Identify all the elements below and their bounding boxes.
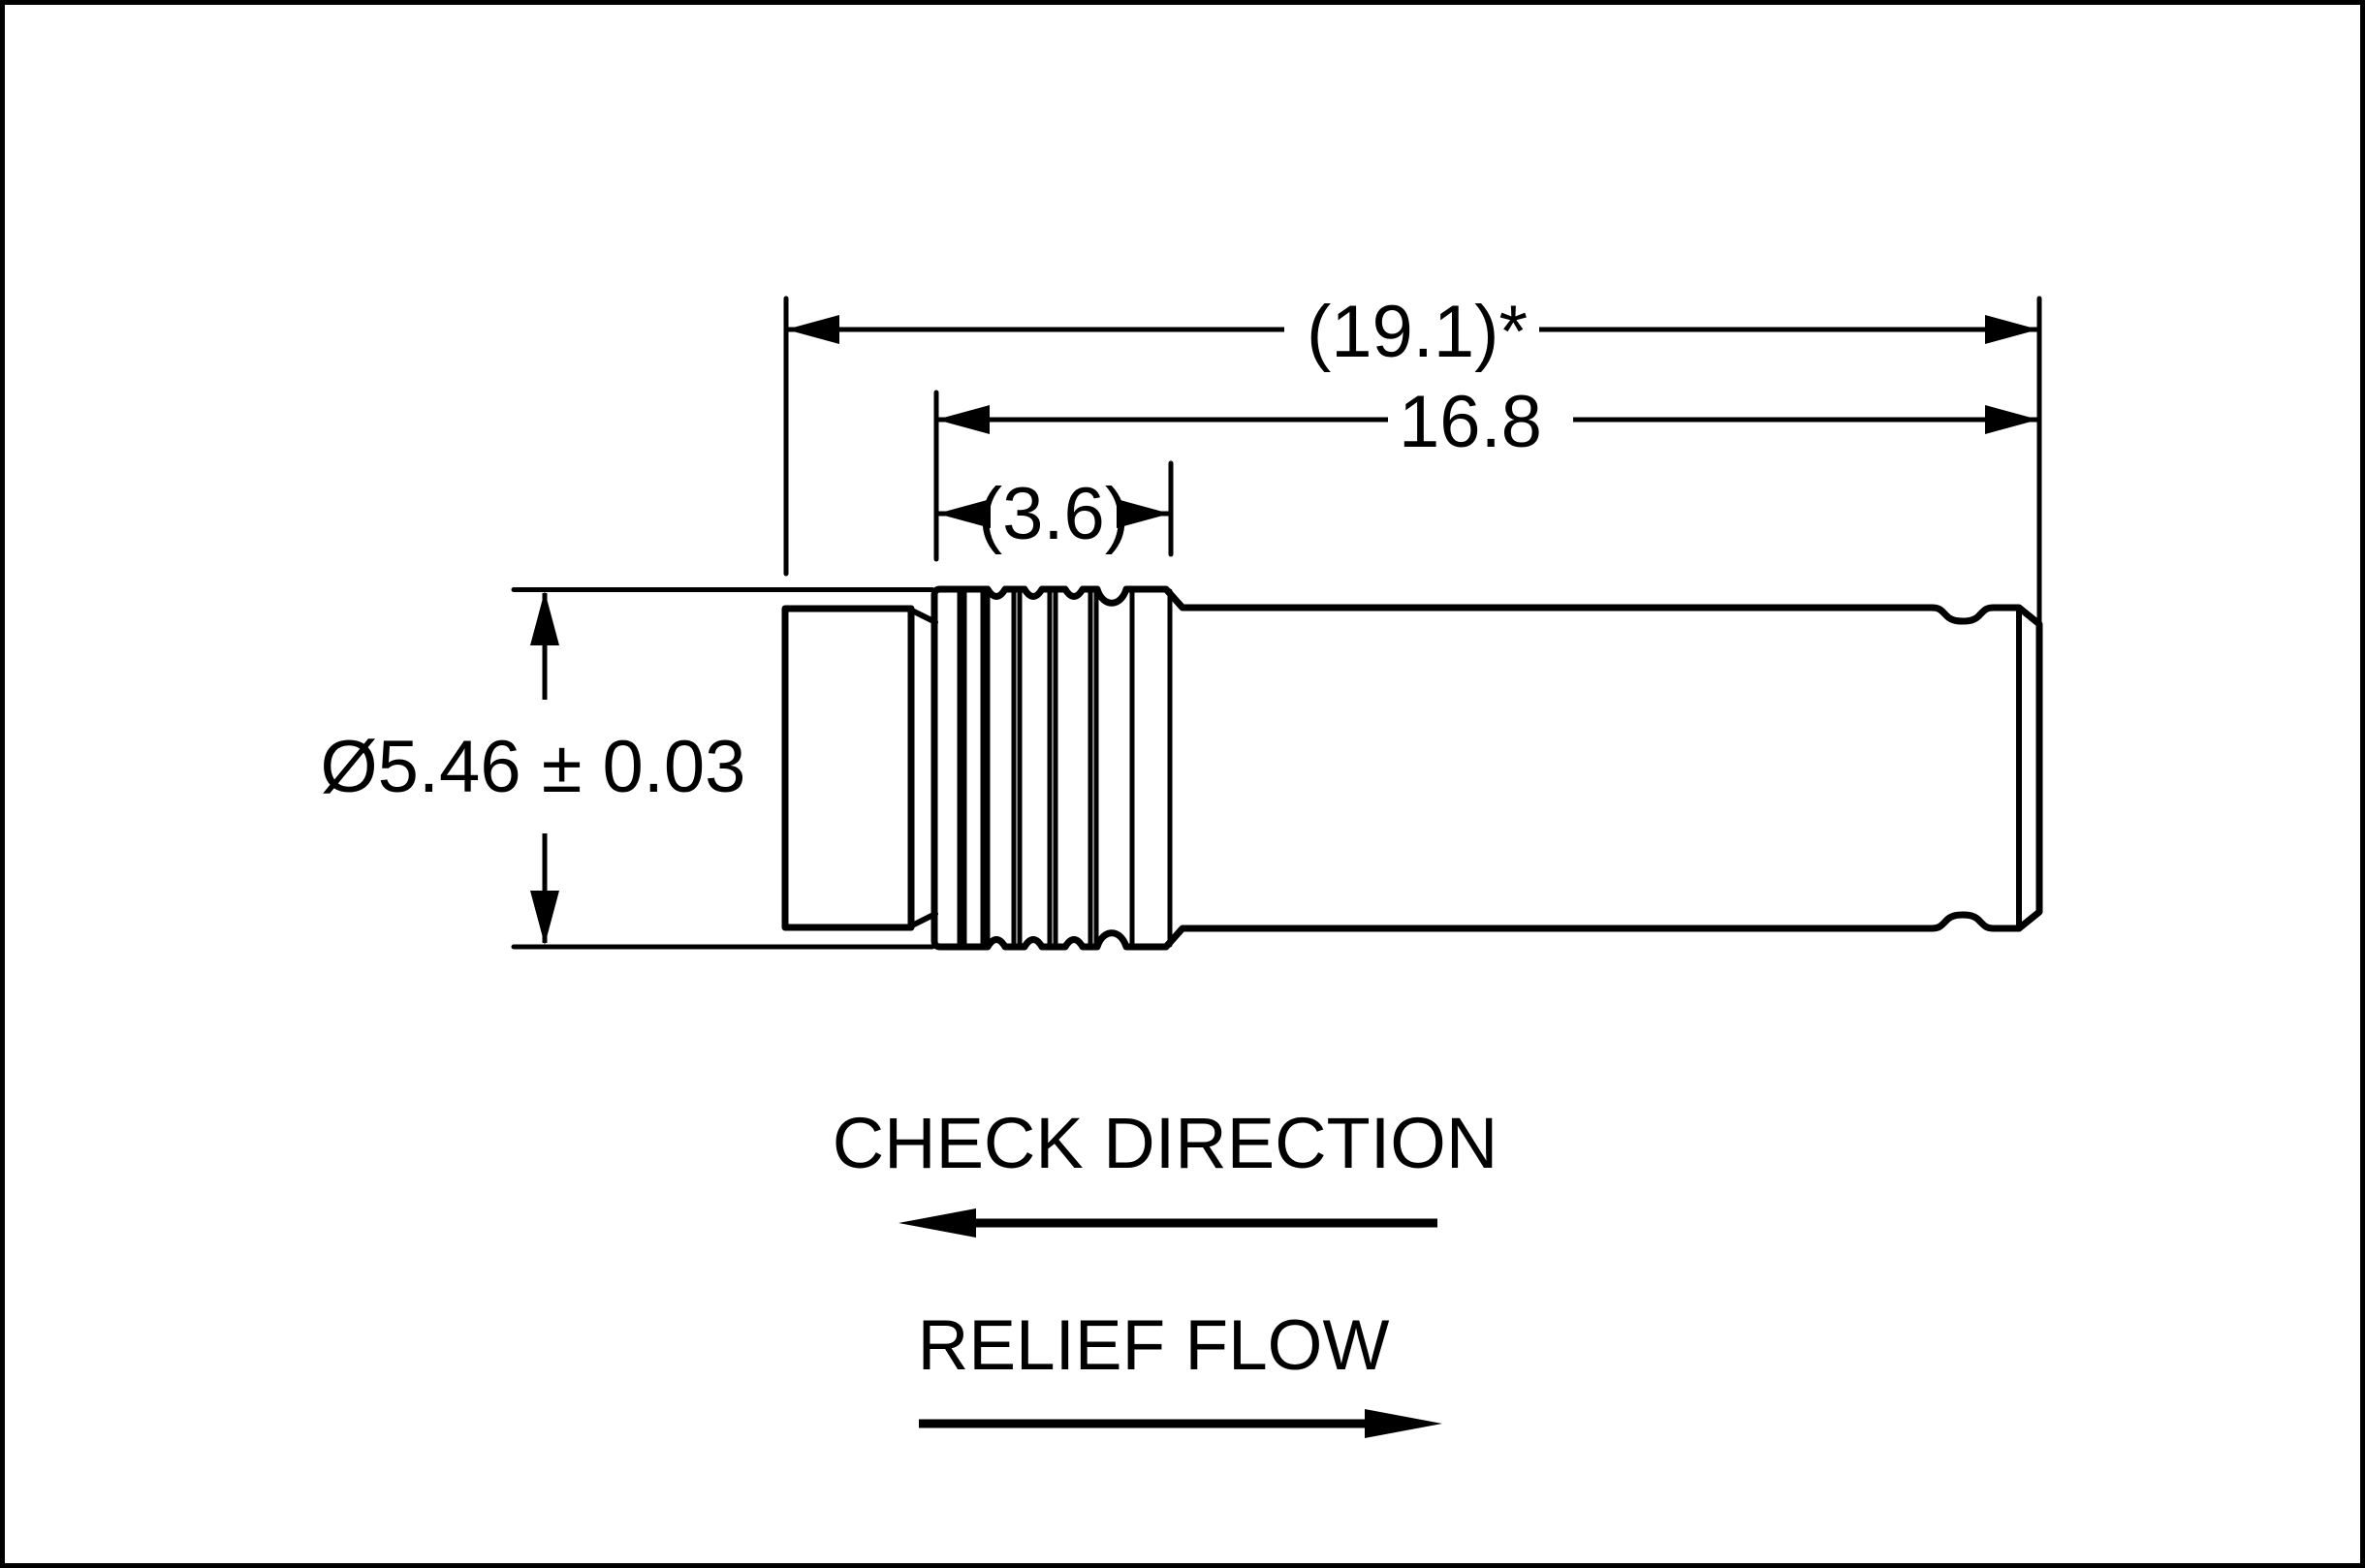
arrowhead-left-icon — [786, 315, 839, 344]
check-direction-arrowhead — [899, 1208, 976, 1238]
arrowhead-left-icon — [936, 405, 990, 434]
thread-length-dimension-text: (3.6) — [978, 473, 1129, 555]
thread-flank-lines — [931, 588, 1173, 948]
arrowhead-down-icon — [530, 891, 559, 945]
relief-flow-arrowhead — [1365, 1409, 1442, 1438]
dimension-arrowheads — [530, 315, 2038, 945]
extension-lines — [511, 296, 2042, 950]
arrowhead-right-icon — [1117, 499, 1170, 528]
arrowhead-left-icon — [937, 499, 991, 528]
nose-cylinder — [781, 605, 915, 931]
arrowhead-up-icon — [530, 591, 559, 645]
overall-length-dimension-text: (19.1)* — [1307, 291, 1528, 373]
part-outline — [781, 585, 2043, 951]
check-direction-label: CHECK DIRECTION — [833, 1103, 1498, 1183]
diameter-dimension-text: Ø5.46 ± 0.03 — [321, 726, 746, 808]
relief-flow-arrow-icon — [919, 1409, 1442, 1438]
check-direction-arrow-icon — [899, 1208, 1437, 1238]
arrowhead-right-icon — [1985, 315, 2038, 344]
arrowhead-right-icon — [1985, 405, 2038, 434]
dimension-lines — [542, 327, 2038, 943]
body-silhouette — [930, 585, 2043, 951]
shank-length-dimension-text: 16.8 — [1399, 381, 1542, 463]
relief-flow-label: RELIEF FLOW — [918, 1306, 1390, 1385]
